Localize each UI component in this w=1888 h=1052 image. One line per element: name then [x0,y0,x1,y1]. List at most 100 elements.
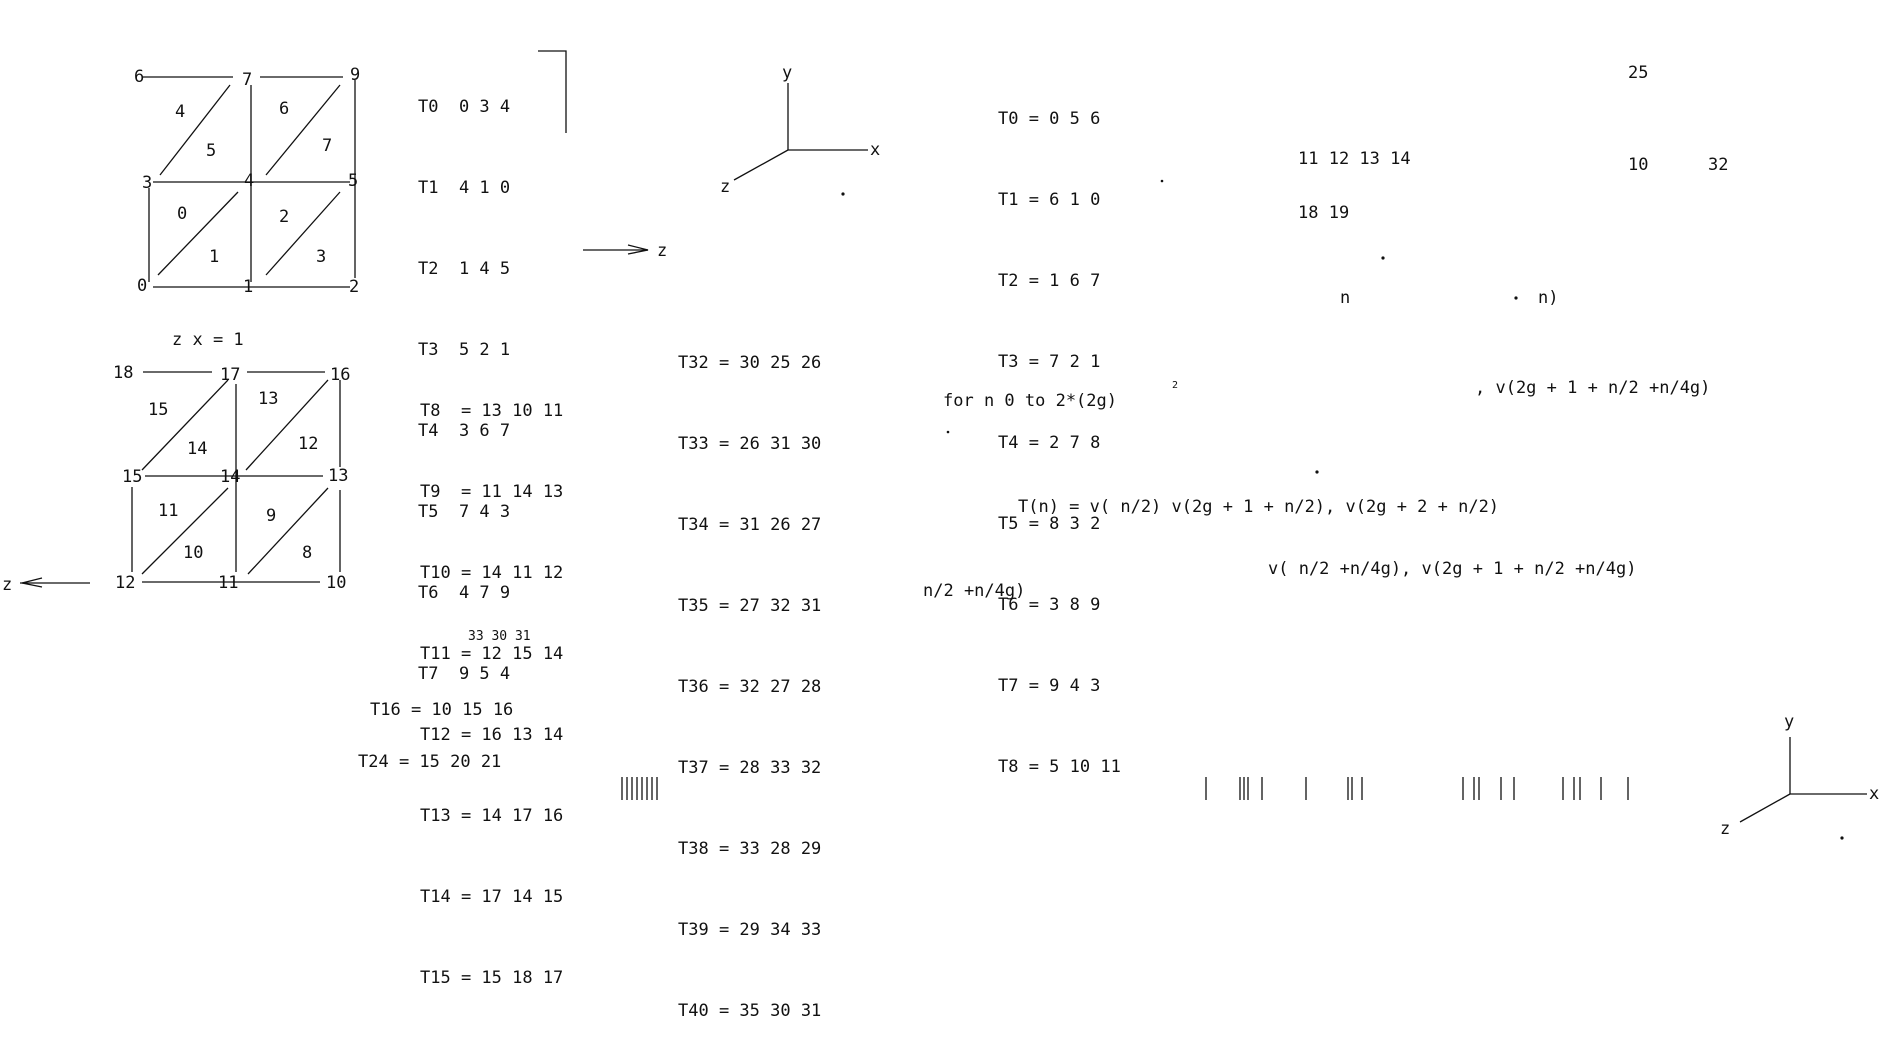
axis-label-z: z [720,177,730,197]
axes-bottom: y x z [1720,712,1879,840]
z-axis [733,149,789,181]
vertex-label: 11 [218,573,238,593]
list-item: T6 4 7 9 [418,583,511,603]
axis-label-x: x [1869,784,1879,804]
v-expression: n/2 +n/4g) [923,581,1025,601]
fragment: 25 [1628,63,1648,83]
canvas: 6 7 9 3 4 5 0 1 2 4 5 6 7 0 1 2 3 z z x … [2,50,1879,840]
mesh-caption: z x = 1 [172,330,244,350]
dot [1514,296,1518,300]
vertex-label: 4 [244,171,254,191]
list-item: T11 = 12 15 14 [420,644,564,664]
tick-marks-left [621,777,658,800]
vertex-label: 18 [113,363,133,383]
bracket [538,50,567,133]
list-item: T37 = 28 33 32 [678,758,822,778]
list-item: T2 = 1 6 7 [998,271,1101,291]
fragment: 18 19 [1298,203,1349,223]
t-formula: T(n) = v( n/2) v(2g + 1 + n/2), v(2g + 2… [1018,497,1499,517]
triangle-label: 6 [279,99,289,119]
triangle-label: 5 [206,141,216,161]
triangle-label: 7 [322,136,332,156]
vertex-label: 6 [134,67,144,87]
fragment: n [1340,288,1350,308]
triangle-label: 3 [316,247,326,267]
list-item: T1 4 1 0 [418,178,511,198]
vertex-label: 13 [328,466,348,486]
triangle-label: 8 [302,543,312,563]
edge [141,379,229,471]
list-item: T40 = 35 30 31 [678,1001,822,1021]
exponent: 2 [1172,380,1178,391]
dot [1315,470,1319,474]
vertex-label: 9 [350,65,360,85]
vertex-label: 10 [326,573,346,593]
dot [1840,836,1844,840]
list-item: T4 3 6 7 [418,421,511,441]
fragment: n) [1538,288,1558,308]
triangle-label: 4 [175,102,185,122]
edge [157,191,239,276]
vertex-label: 15 [122,467,142,487]
edge [159,84,231,176]
vertex-label: 3 [142,173,152,193]
bottom-mesh: z x = 1 18 17 16 15 14 13 12 11 10 15 14… [113,330,350,593]
triangle-label: 9 [266,506,276,526]
list-item: T38 = 33 28 29 [678,839,822,859]
list-item: T3 5 2 1 [418,340,511,360]
triangle-list-bottom: T8 = 13 10 11 T9 = 11 14 13 T10 = 14 11 … [420,344,563,1019]
vertex-label: 5 [348,171,358,191]
arrow-label: z [2,575,12,595]
axis-label-y: y [1784,712,1794,732]
triangle-label: 12 [298,434,318,454]
arrow-head [627,244,649,255]
list-item: T5 7 4 3 [418,502,511,522]
vertex-label: 7 [242,70,252,90]
axis-label-x: x [870,140,880,160]
list-item: T39 = 29 34 33 [678,920,822,940]
dot [1381,256,1385,260]
cut-text: 33 30 31 [468,629,531,644]
list-item: T33 = 26 31 30 [678,434,822,454]
fragment: 10 [1628,155,1648,175]
list-item: T8 = 5 10 11 [998,757,1121,777]
dot [841,192,845,196]
arrow-head [21,577,43,588]
vertex-label: 17 [220,365,240,385]
list-item: T4 = 2 7 8 [998,433,1101,453]
triangle-label: 10 [183,543,203,563]
list-item: T10 = 14 11 12 [420,563,564,583]
triangle-label: 2 [279,207,289,227]
triangle-label: 0 [177,204,187,224]
triangle-label: 11 [158,501,178,521]
vertex-label: 1 [243,277,253,297]
list-item: T36 = 32 27 28 [678,677,822,697]
edge [265,84,341,176]
tick-marks-right [1205,777,1629,800]
axis-label-z: z [1720,819,1730,839]
list-item: T15 = 15 18 17 [420,968,564,988]
triangle-list-mid: T32 = 30 25 26 T33 = 26 31 30 T34 = 31 2… [678,296,821,1052]
axis-label-y: y [782,63,792,83]
edge [141,487,229,575]
list-item: T7 = 9 4 3 [998,676,1101,696]
edge [247,487,329,575]
triangle-list-right: T0 = 0 5 6 T1 = 6 1 0 T2 = 1 6 7 T3 = 7 … [998,52,1121,808]
vertex-label: 16 [330,365,350,385]
t-entry: T16 = 10 15 16 [370,700,513,720]
triangle-label: 13 [258,389,278,409]
fragment: 11 12 13 14 [1298,149,1411,169]
triangle-label: 14 [187,439,207,459]
v-expression: v( n/2 +n/4g), v(2g + 1 + n/2 +n/4g) [1268,559,1636,579]
for-loop: for n 0 to 2*(2g) [943,391,1117,411]
vertex-label: 2 [349,277,359,297]
fragment: 32 [1708,155,1728,175]
list-item: T34 = 31 26 27 [678,515,822,535]
list-item: T5 = 8 3 2 [998,514,1101,534]
edge [265,191,341,276]
vertex-label: 14 [220,467,240,487]
z-axis [1739,793,1791,823]
list-item: T12 = 16 13 14 [420,725,564,745]
v-expression: , v(2g + 1 + n/2 +n/4g) [1475,378,1710,398]
list-item: T0 = 0 5 6 [998,109,1101,129]
